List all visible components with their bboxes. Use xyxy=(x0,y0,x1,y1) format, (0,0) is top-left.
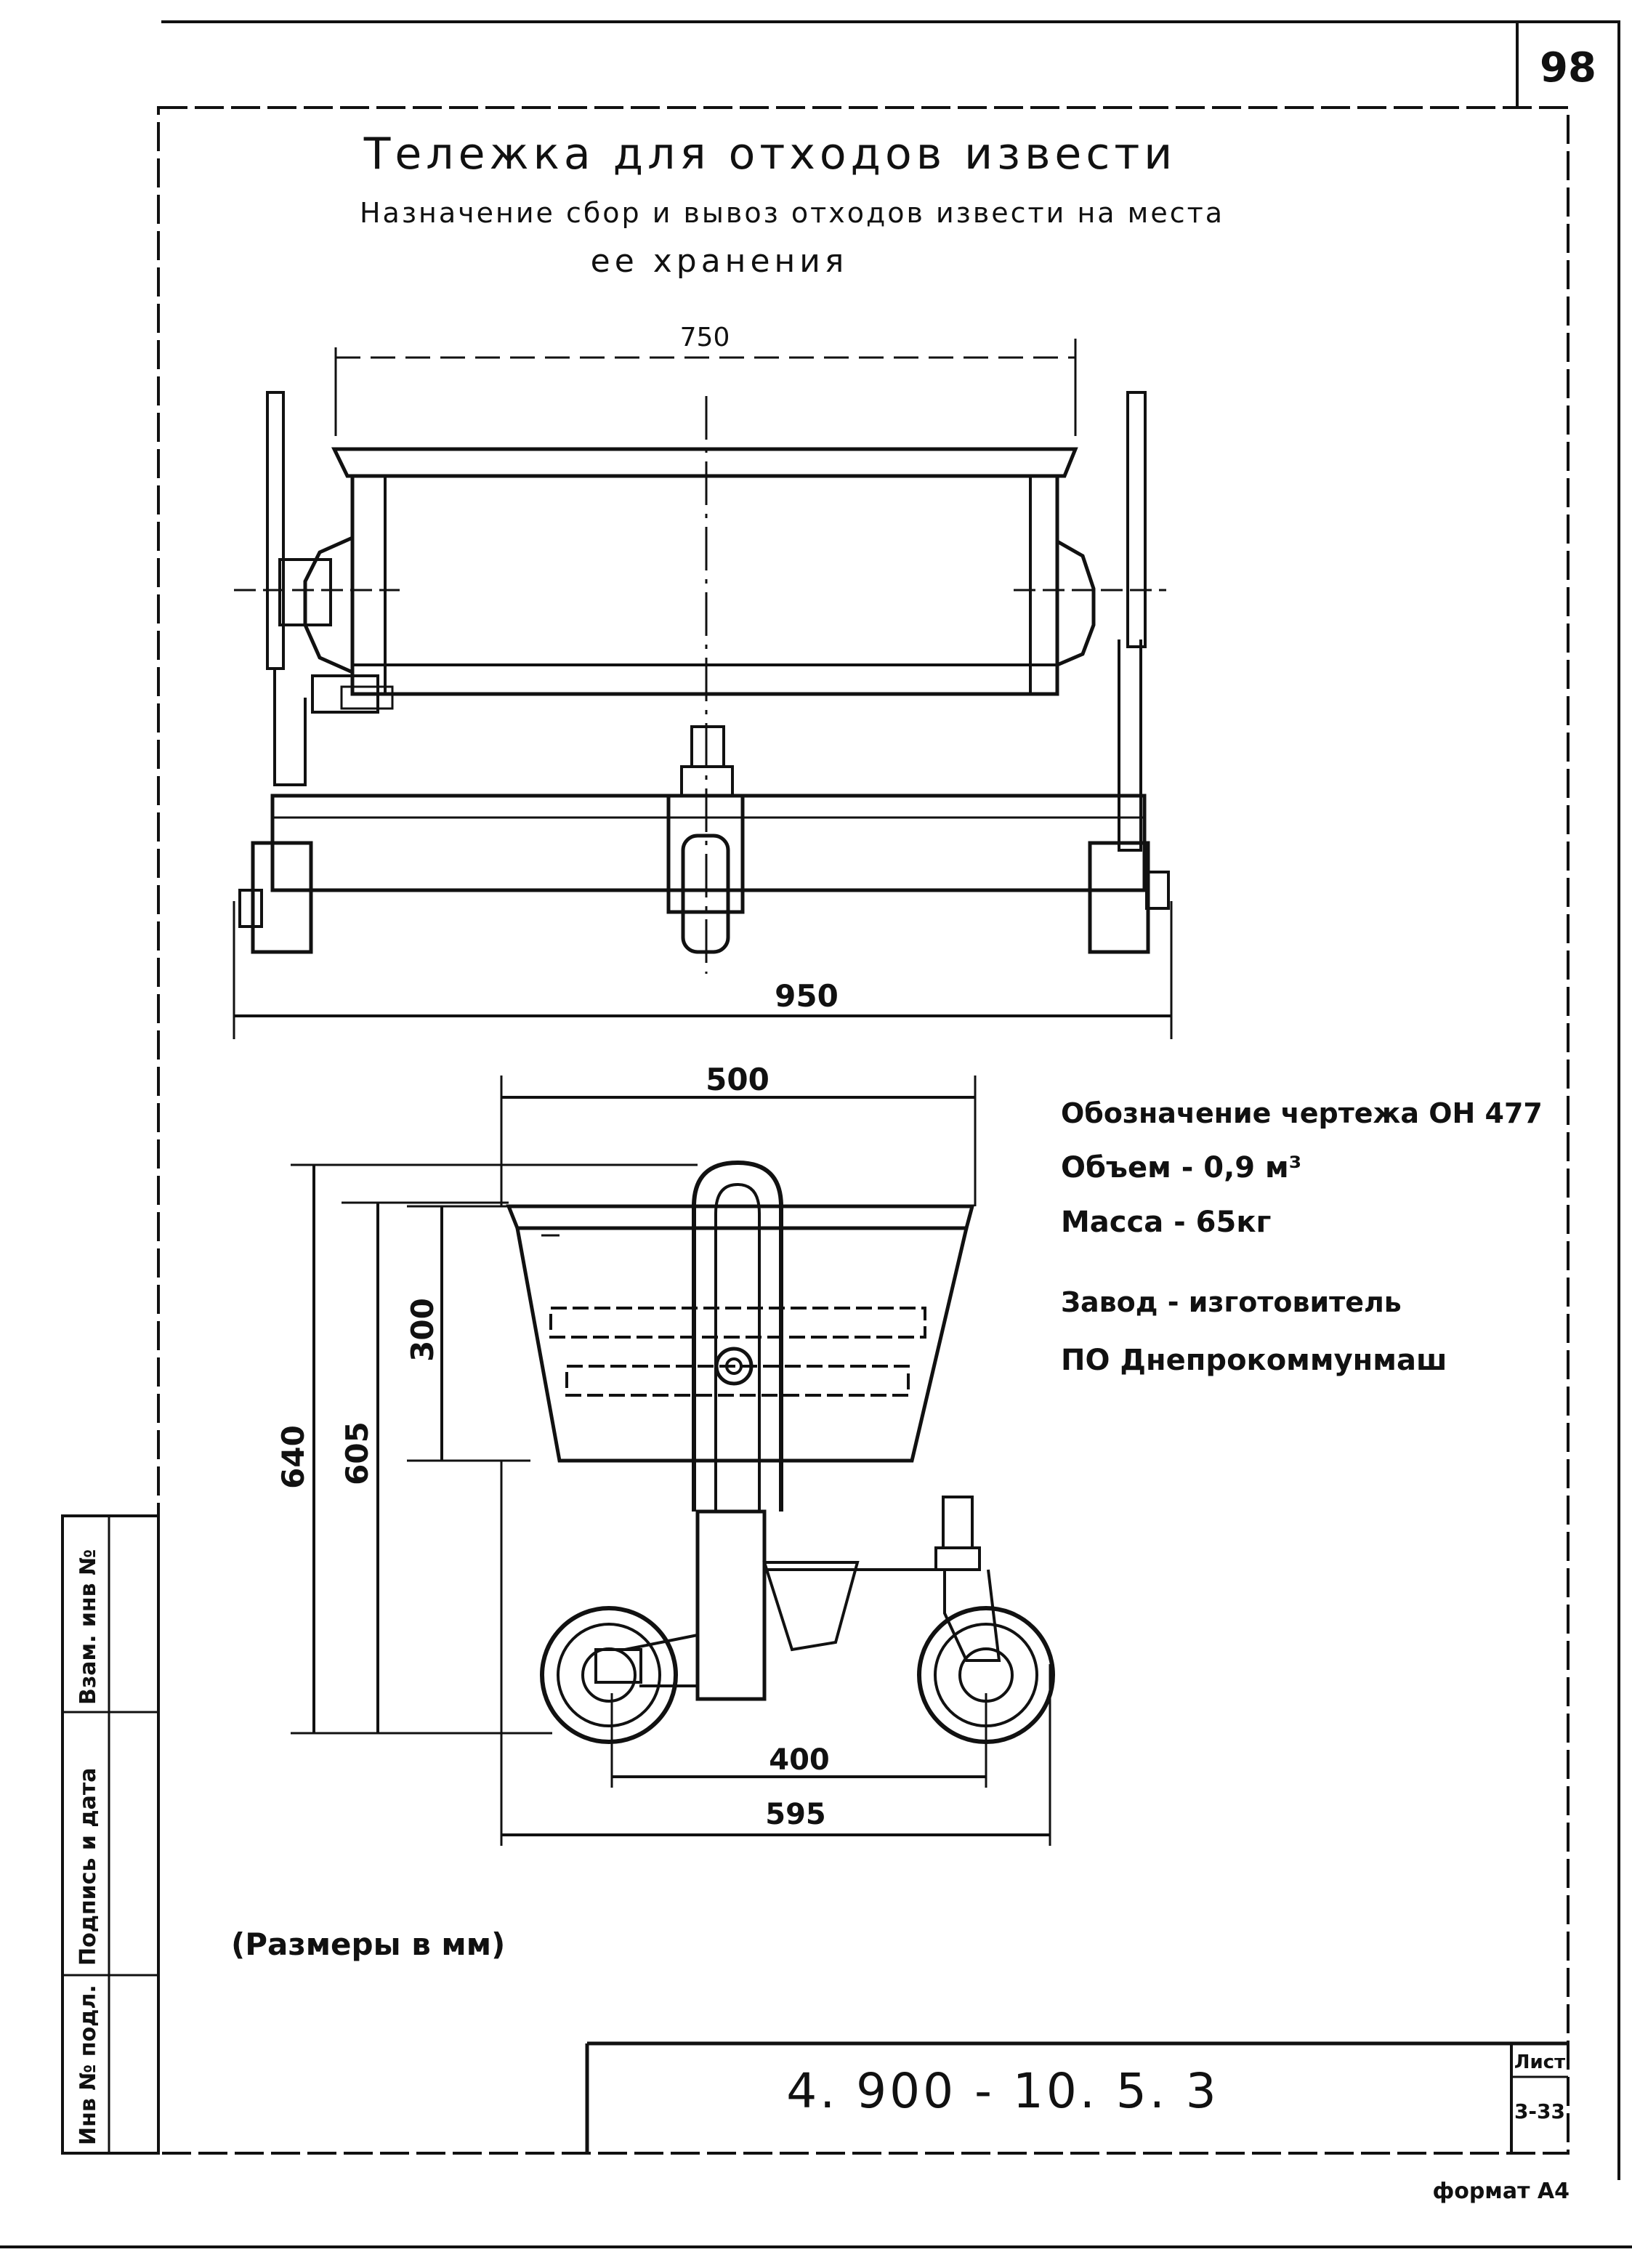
dim-height-body: 605 xyxy=(339,1421,375,1485)
signature-date-label: Подпись и дата xyxy=(76,1768,101,1966)
title-block: 4. 900 - 10. 5. 3 Лист 3-33 xyxy=(585,2041,1568,2153)
spec-mass: Масса - 65кг xyxy=(1061,1206,1271,1239)
spec-manufacturer-label: Завод - изготовитель xyxy=(1061,1286,1402,1318)
units-note: (Размеры в мм) xyxy=(231,1926,505,1962)
approval-sidebar: Инв № подл. Подпись и дата Взам. инв № xyxy=(61,1514,160,2155)
drawing-code: 4. 900 - 10. 5. 3 xyxy=(786,2063,1219,2119)
dim-base-width: 950 xyxy=(775,978,839,1014)
dim-body-width: 500 xyxy=(706,1062,769,1097)
sheet-number: 3-33 xyxy=(1514,2099,1565,2123)
page-number: 98 xyxy=(1540,44,1596,92)
spec-manufacturer: ПО Днепрокоммунмаш xyxy=(1061,1344,1447,1377)
dim-wheelbase: 400 xyxy=(769,1743,830,1777)
drawing-title: Тележка для отходов извести xyxy=(363,129,1177,179)
side-view: 500 640 605 300 xyxy=(275,1062,1055,1846)
specifications: Обозначение чертежа ОН 477 Объем - 0,9 м… xyxy=(1061,1097,1543,1377)
front-view: 750 xyxy=(233,323,1173,1039)
drawing-frame xyxy=(157,106,1570,2155)
format-note: формат А4 xyxy=(1432,2179,1570,2204)
purpose-line-1: Назначение сбор и вывоз отходов извести … xyxy=(360,197,1224,229)
dim-height-total: 640 xyxy=(275,1425,311,1489)
purpose-line-2: ее хранения xyxy=(591,243,849,280)
spec-drawing-designation: Обозначение чертежа ОН 477 xyxy=(1061,1097,1543,1129)
inv-original-label: Инв № подл. xyxy=(76,1985,101,2145)
sheet-label: Лист xyxy=(1514,2051,1565,2073)
replacement-inv-label: Взам. инв № xyxy=(76,1549,101,1705)
dim-height-bin: 300 xyxy=(405,1298,440,1362)
dim-overall-length: 595 xyxy=(765,1798,826,1831)
dim-top-width: 750 xyxy=(680,323,730,352)
spec-volume: Объем - 0,9 м³ xyxy=(1061,1151,1301,1185)
